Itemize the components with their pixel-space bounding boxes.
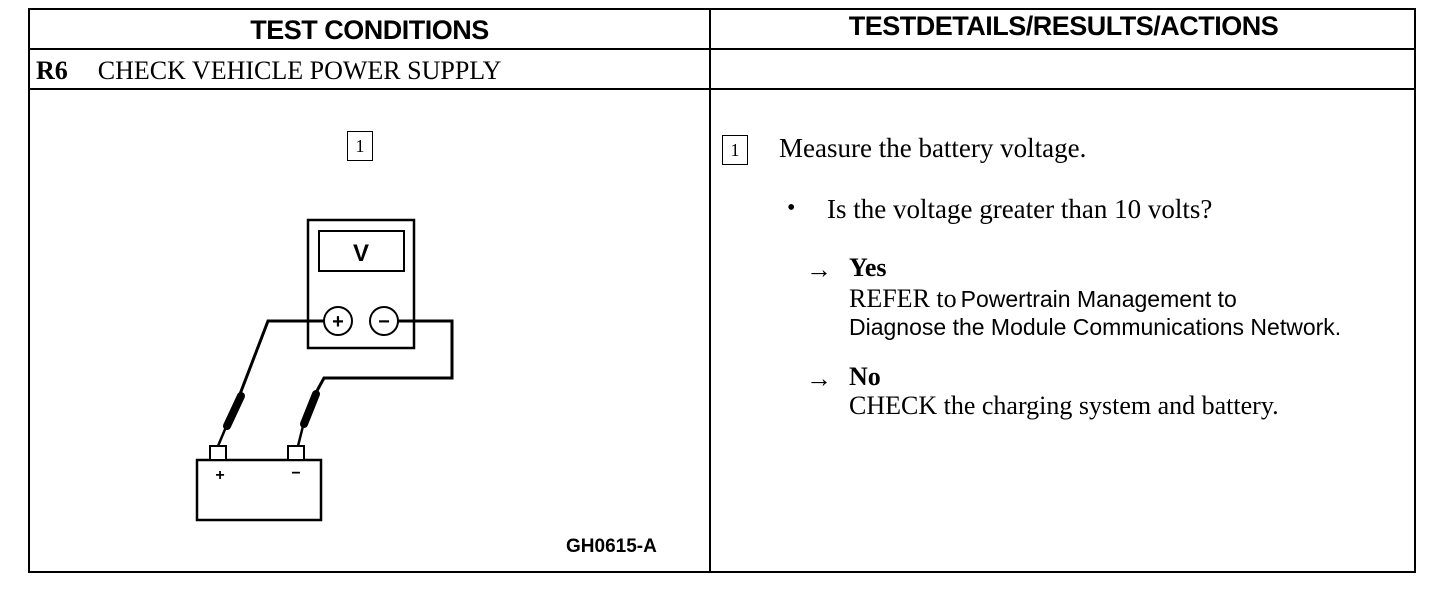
header-divider — [28, 48, 1416, 50]
figure-code: GH0615-A — [566, 536, 657, 557]
voltmeter-battery-diagram: V + − + − — [195, 218, 454, 522]
section-title: CHECK VEHICLE POWER SUPPLY — [97, 56, 502, 85]
section-id: R6 — [36, 56, 68, 85]
meter-plus-symbol: + — [332, 311, 344, 333]
column-divider — [709, 8, 711, 573]
result-no-label: No — [849, 362, 881, 391]
positive-probe-tip — [216, 426, 228, 447]
negative-probe — [300, 390, 320, 428]
header-test-conditions: TEST CONDITIONS — [250, 14, 489, 45]
result-yes-action-line1: REFER to Powertrain Management to — [849, 284, 1237, 314]
result-no-arrow-icon: → — [806, 364, 832, 393]
positive-probe — [223, 392, 245, 430]
step-instruction: Measure the battery voltage. — [779, 133, 1087, 163]
figure-step-number: 1 — [347, 131, 373, 161]
battery-minus-symbol: − — [291, 465, 300, 482]
test-table — [28, 8, 1416, 573]
negative-probe-tip — [296, 425, 305, 447]
meter-minus-symbol: − — [378, 311, 390, 333]
positive-lead-wire — [230, 319, 324, 416]
result-yes-arrow-icon: → — [806, 255, 832, 284]
battery-body — [195, 458, 323, 522]
voltmeter-display — [318, 230, 405, 272]
battery-negative-post — [287, 445, 305, 461]
section-title-row: R6 CHECK VEHICLE POWER SUPPLY — [36, 54, 501, 88]
result-yes-label: Yes — [849, 253, 887, 282]
negative-lead-wire — [310, 319, 454, 401]
details-step-number: 1 — [722, 135, 748, 165]
battery-plus-symbol: + — [215, 467, 224, 484]
section-divider — [28, 88, 1416, 90]
battery-positive-post — [209, 445, 227, 461]
header-test-details: TESTDETAILS/RESULTS/ACTIONS — [848, 10, 1279, 41]
result-yes-action-text: Powertrain Management to — [960, 286, 1237, 312]
result-no-action: CHECK the charging system and battery. — [849, 391, 1279, 420]
voltmeter-label: V — [353, 240, 369, 267]
result-yes-action-prefix: REFER to — [849, 284, 957, 313]
result-yes-action-line2: Diagnose the Module Communications Netwo… — [849, 314, 1342, 340]
bullet-icon: • — [787, 195, 796, 221]
test-question: Is the voltage greater than 10 volts? — [827, 194, 1213, 224]
